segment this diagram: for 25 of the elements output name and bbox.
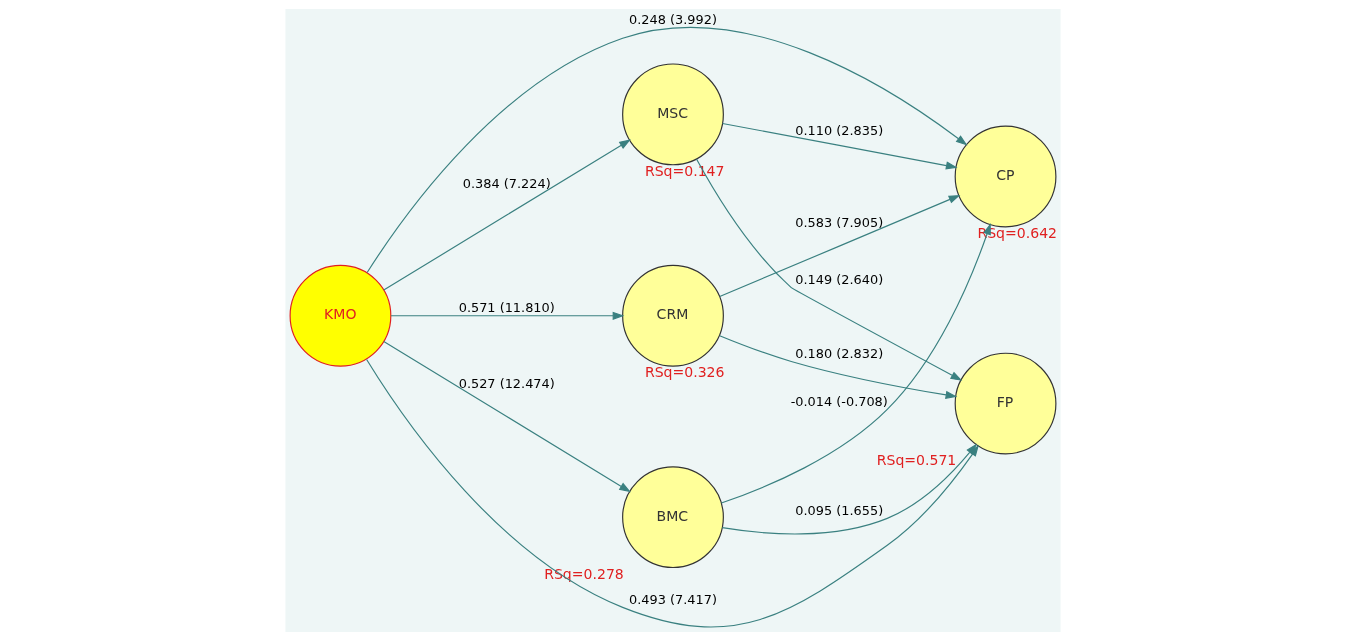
edge-label: 0.384 (7.224) <box>462 175 551 191</box>
edge-label: 0.149 (2.640) <box>795 271 884 287</box>
node-circle: BMC <box>622 465 724 568</box>
arrow <box>696 158 963 381</box>
edge-label: 0.110 (2.835) <box>795 122 884 138</box>
node-circle: CRM <box>622 264 724 367</box>
arrow <box>719 334 958 399</box>
node-circle: KMO <box>289 264 392 367</box>
arrow <box>383 138 631 291</box>
arrow <box>390 311 625 320</box>
arrow <box>721 122 958 170</box>
arrow <box>383 340 631 492</box>
node-label: RSq=0.571 <box>876 451 957 468</box>
edge-label: 0.571 (11.810) <box>458 299 555 315</box>
arrow <box>720 222 991 504</box>
node-circle: MSC <box>622 62 724 165</box>
edge-label: 0.493 (7.417) <box>629 591 717 607</box>
arrow <box>719 194 961 297</box>
edge-label: 0.527 (12.474) <box>458 375 555 391</box>
edge-label: 0.248 (3.992) <box>629 11 717 27</box>
edge-label: 0.095 (1.655) <box>795 502 884 518</box>
arrow <box>366 26 968 273</box>
edge-label: 0.583 (7.905) <box>795 214 884 230</box>
edge-label: -0.014 (-0.708) <box>790 393 888 409</box>
edge-label: 0.180 (2.832) <box>795 345 884 361</box>
